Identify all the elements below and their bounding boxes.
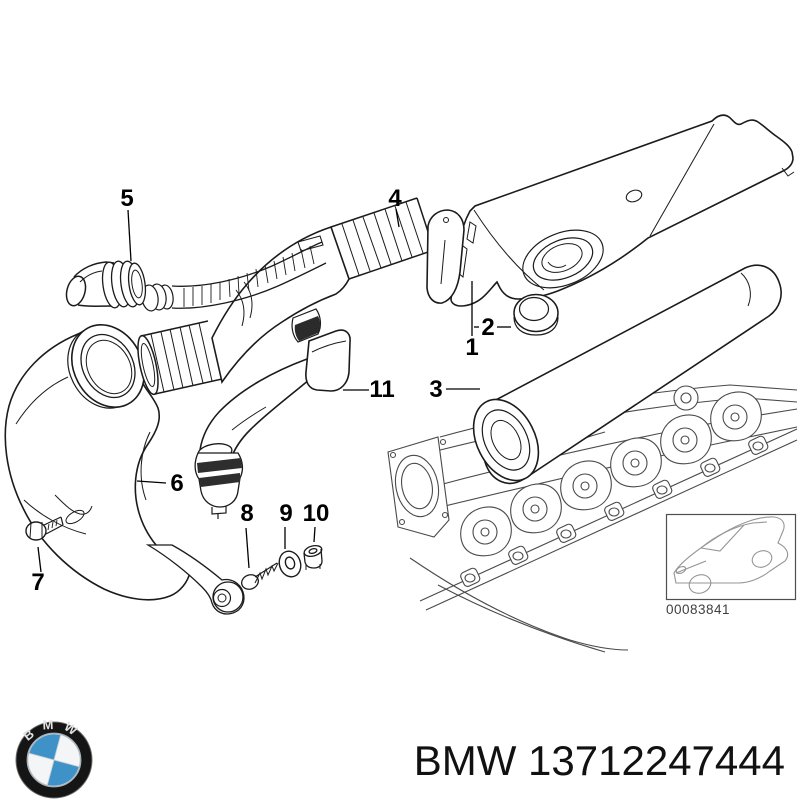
- callout-label-8: 8: [240, 500, 253, 527]
- callout-label-6: 6: [170, 470, 183, 497]
- roundel-quadrants: [27, 733, 81, 787]
- leader-line-5: [127, 209, 132, 262]
- callout-1: 1: [465, 281, 479, 361]
- part-11-resonator-duct-drawing: [194, 329, 351, 519]
- callout-label-5: 5: [120, 185, 133, 212]
- callout-label-10: 10: [303, 500, 330, 527]
- callout-9: 9: [279, 500, 293, 549]
- leader-line-4: [395, 208, 400, 228]
- callout-label-4: 4: [388, 185, 402, 212]
- callout-5: 5: [120, 185, 134, 262]
- callout-6: 6: [136, 470, 184, 497]
- bmw-logo: BMW: [15, 717, 93, 799]
- part-number-caption: BMW 13712247444: [414, 737, 785, 784]
- callout-label-2: 2: [481, 314, 494, 341]
- part-1-engine-cover-drawing: [450, 114, 795, 307]
- part-3-air-filter-drawing: [472, 264, 782, 485]
- part-9-washer-drawing: [278, 550, 302, 578]
- quadrant-bottom-left: [27, 752, 55, 786]
- part-2-seal-ring-drawing: [513, 293, 559, 336]
- quadrant-top-right: [53, 734, 81, 768]
- callout-label-3: 3: [429, 376, 442, 403]
- callout-label-7: 7: [31, 569, 44, 596]
- callout-3: 3: [429, 376, 480, 403]
- leader-line-7: [37, 546, 42, 573]
- callout-label-1: 1: [465, 334, 478, 361]
- leader-line-6: [136, 480, 167, 484]
- vehicle-thumbnail: 00083841: [665, 513, 797, 617]
- callout-4: 4: [388, 185, 402, 228]
- car-icon: [673, 516, 789, 594]
- part-4-intake-hose-drawing: [137, 197, 465, 396]
- roundel-inner-rim: [26, 732, 82, 788]
- callout-label-11: 11: [369, 376, 394, 403]
- thumbnail-code: 00083841: [666, 602, 730, 617]
- upper-bellows: [330, 197, 435, 280]
- leader-line-8: [245, 527, 250, 569]
- part-8-screw-drawing: [241, 562, 279, 590]
- footer: BMW BMW 13712247444: [15, 717, 785, 799]
- quadrant-bottom-right: [46, 759, 80, 787]
- callout-11: 11: [343, 376, 395, 403]
- intake-manifold-drawing: [387, 384, 798, 653]
- callout-7: 7: [31, 546, 45, 596]
- callout-8: 8: [240, 500, 254, 569]
- leader-line-10: [313, 526, 316, 543]
- callout-label-9: 9: [279, 500, 292, 527]
- callout-10: 10: [303, 500, 330, 543]
- callout-2: 2: [474, 314, 511, 341]
- thumbnail-frame: [665, 513, 797, 601]
- part-10-clip-nut-drawing: [303, 544, 323, 570]
- part-5-connector-hose-drawing: [65, 260, 147, 309]
- quadrant-top-left: [28, 733, 62, 761]
- callouts: 1 2 3 4 5 6 7 8: [31, 185, 511, 596]
- part-7-bolt-drawing: [25, 516, 64, 541]
- lower-bellows: [137, 320, 223, 396]
- part-6-intake-boot-drawing: [4, 324, 245, 615]
